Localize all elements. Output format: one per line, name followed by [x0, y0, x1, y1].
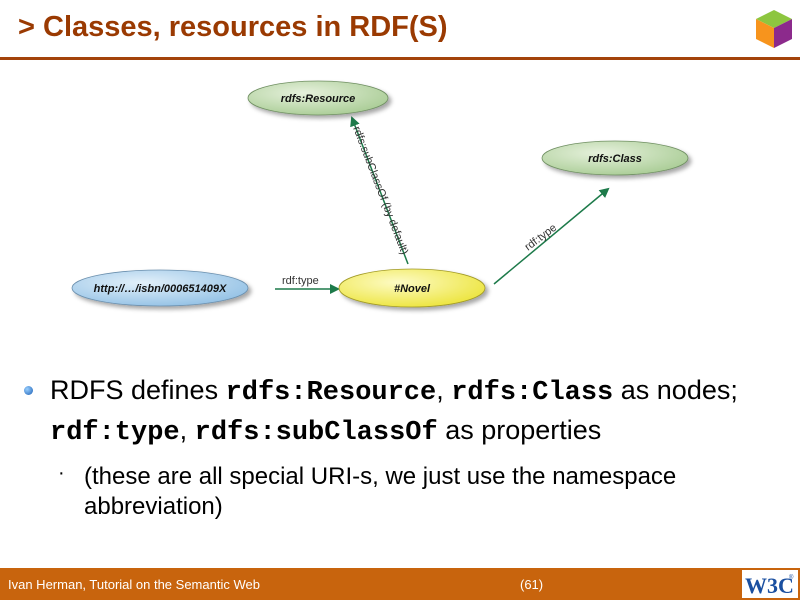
node-rdfs-class: rdfs:Class [541, 140, 689, 176]
bullet-item: RDFS defines rdfs:Resource, rdfs:Class a… [22, 372, 792, 452]
edge-label-rdf-type-1: rdf:type [282, 275, 319, 287]
node-novel: #Novel [338, 268, 486, 308]
bullet-dot-icon [24, 386, 33, 395]
edge-novel-to-resource: rdfs:subClassOf (by default) [350, 116, 410, 265]
svg-text:http://…/isbn/000651409X: http://…/isbn/000651409X [94, 283, 227, 295]
svg-text:®: ® [789, 574, 794, 581]
edge-novel-to-class: rdf:type [493, 187, 610, 285]
title-marker: > [18, 11, 35, 43]
semantic-web-cube-icon [756, 10, 792, 48]
node-rdfs-resource: rdfs:Resource [247, 80, 389, 116]
title-text: Classes, resources in RDF(S) [43, 11, 448, 43]
bullet-text: as properties [437, 415, 602, 445]
sub-bullet-item: · (these are all special URI-s, we just … [22, 462, 792, 522]
rdf-diagram: rdf:type rdfs:subClassOf (by default) rd… [71, 80, 689, 308]
code-rdfs-class: rdfs:Class [451, 378, 614, 408]
svg-text:rdfs:Resource: rdfs:Resource [281, 93, 356, 105]
bullet-text: as nodes; [613, 375, 738, 405]
bullet-text: , [179, 415, 195, 445]
footer-bar: Ivan Herman, Tutorial on the Semantic We… [0, 568, 800, 600]
edge-isbn-to-novel: rdf:type [275, 275, 340, 294]
code-rdfs-subclassof: rdfs:subClassOf [194, 418, 438, 448]
code-rdf-type: rdf:type [50, 418, 180, 448]
code-rdfs-resource: rdfs:Resource [225, 378, 437, 408]
edge-label-subclassof: rdfs:subClassOf (by default) [350, 125, 410, 257]
svg-text:rdfs:Class: rdfs:Class [588, 153, 642, 165]
bullet-text: RDFS defines [50, 375, 226, 405]
sub-bullet-dot-icon: · [58, 462, 65, 484]
sub-bullet-text: (these are all special URI-s, we just us… [84, 463, 677, 520]
svg-text:#Novel: #Novel [394, 283, 431, 295]
bullet-list: RDFS defines rdfs:Resource, rdfs:Class a… [22, 372, 792, 522]
bullet-text: , [436, 375, 452, 405]
w3c-logo-icon: W3C ® [742, 570, 798, 598]
title-rule [0, 57, 800, 60]
svg-text:W3C: W3C [745, 573, 794, 598]
page-number: (61) [520, 577, 544, 592]
node-isbn-resource: http://…/isbn/000651409X [71, 269, 249, 307]
footer-author: Ivan Herman, Tutorial on the Semantic We… [8, 577, 260, 592]
title-bar: > Classes, resources in RDF(S) [0, 0, 800, 60]
slide-title: > Classes, resources in RDF(S) [18, 11, 448, 44]
edge-label-rdf-type-2: rdf:type [523, 222, 560, 254]
